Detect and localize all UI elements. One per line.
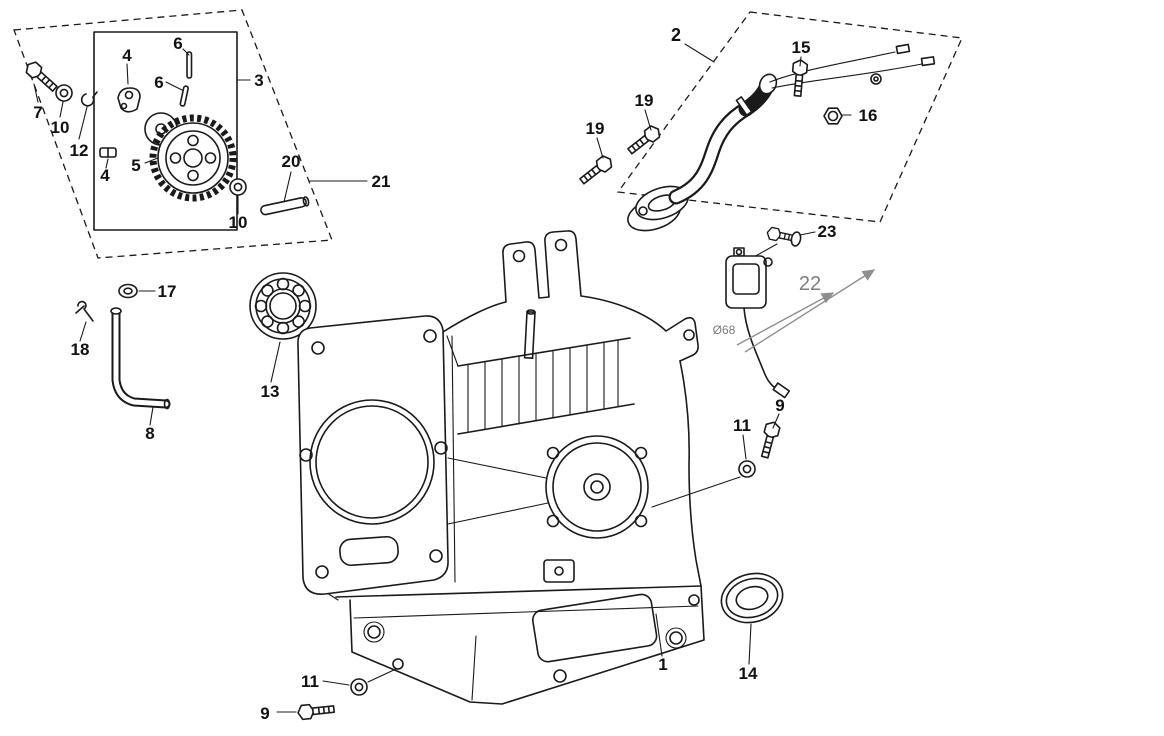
plug-bolt-7 (22, 58, 61, 103)
part-label-15: 15 (792, 38, 811, 57)
washer-11-right (651, 434, 756, 508)
bolt-19-left (576, 137, 616, 188)
part-label-10-b: 10 (229, 213, 248, 232)
oil-tube-8 (110, 307, 171, 426)
camshaft-group-boundary (13, 9, 333, 259)
leader-14 (748, 623, 752, 665)
bolt-9-right (757, 413, 782, 460)
cap-nut-17 (118, 283, 156, 299)
part-label-13: 13 (261, 382, 280, 401)
wire-harness (769, 43, 936, 89)
clip-18 (75, 300, 94, 342)
part-label-20: 20 (282, 152, 301, 171)
part-label-18: 18 (71, 340, 90, 359)
part-label-11-b: 11 (301, 672, 319, 691)
clip-12 (78, 91, 98, 140)
part-label-17: 17 (158, 282, 177, 301)
part-label-9-a: 9 (775, 396, 784, 415)
part-label-4-b: 4 (100, 166, 110, 185)
part-label-19-b: 19 (635, 91, 654, 110)
part-label-4-a: 4 (122, 46, 132, 65)
part-label-14: 14 (739, 664, 758, 683)
rocker-arm-4 (117, 63, 141, 113)
ignition-coil-22 (725, 247, 791, 399)
bolt-23 (751, 226, 816, 259)
part-label-12: 12 (70, 141, 89, 160)
pin-6-lower (165, 81, 189, 107)
part-label-1: 1 (658, 655, 667, 674)
part-label-7: 7 (33, 103, 42, 122)
part-label-23: 23 (818, 222, 837, 241)
part-label-22: 22 (799, 273, 821, 295)
part-label-2: 2 (671, 25, 681, 45)
cam-gear-5 (144, 112, 237, 202)
nut-16 (823, 107, 852, 125)
breather-tube-2 (668, 73, 778, 205)
part-label-19-a: 19 (586, 119, 605, 138)
crankcase-body-1 (306, 230, 705, 705)
washer-10-right (229, 178, 247, 215)
part-label-10-a: 10 (51, 118, 70, 137)
washer-10-left (55, 84, 73, 118)
bolt-15 (789, 56, 809, 98)
pipe-group-boundary (616, 11, 963, 223)
part-label-6-b: 6 (154, 73, 163, 92)
coil-gap-annotation (736, 269, 876, 353)
part-label-21: 21 (372, 172, 391, 191)
bore-diameter-label: Ø68 (713, 323, 736, 337)
dowel-pin-20 (260, 171, 310, 216)
oil-seal-14 (720, 572, 784, 624)
pin-6-upper (182, 48, 193, 79)
washer-11-bottom (322, 668, 397, 696)
part-label-5: 5 (131, 156, 140, 175)
cylinder-gasket-plate (297, 315, 449, 595)
part-label-16: 16 (859, 106, 878, 125)
bolt-19-right (624, 109, 664, 158)
part-label-8: 8 (145, 424, 154, 443)
part-label-11-a: 11 (733, 416, 751, 435)
tappet-4-lower (99, 147, 117, 169)
part-label-9-b: 9 (260, 704, 269, 723)
ball-bearing-13 (249, 272, 317, 383)
part-label-3: 3 (254, 71, 263, 90)
part-label-6-a: 6 (173, 34, 182, 53)
bolt-9-bottom (276, 701, 336, 721)
